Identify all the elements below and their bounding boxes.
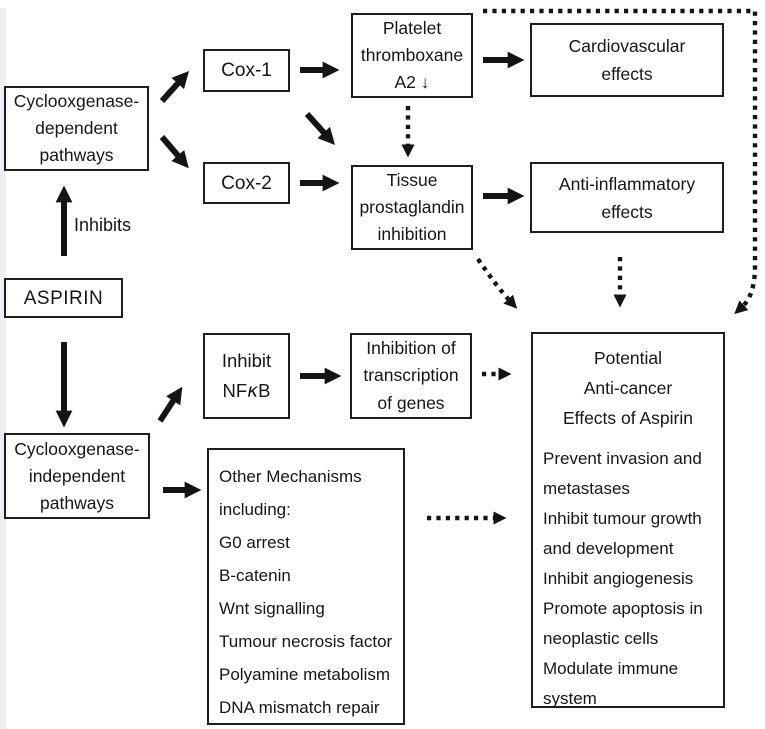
anticancer-effect: Promote apoptosis in neoplastic cells [543, 599, 703, 648]
node-line: B-catenin [219, 566, 291, 585]
node-line: of genes [377, 392, 445, 413]
node-platelet-thromboxane-a2: Platelet thromboxane A2 ↓ [351, 13, 473, 98]
arrow-dependent-to-cox1 [159, 71, 189, 104]
node-line: pathways [40, 492, 114, 513]
arrow-dependent-to-cox2 [159, 135, 189, 169]
node-other-mechanisms: Other Mechanisms including: G0 arrest B-… [207, 448, 405, 725]
node-aspirin: ASPIRIN [4, 278, 123, 318]
node-line: Anti-cancer [583, 378, 673, 398]
dotted-arrow-tissue-to-anticancer [476, 257, 518, 309]
node-line: effects [601, 201, 653, 222]
node-cyclooxgenase-independent-pathways: Cyclooxgenase- independent pathways [4, 433, 150, 519]
node-line: Polyamine metabolism [219, 665, 391, 684]
node-line: Other Mechanisms [219, 467, 362, 486]
node-cox-1: Cox-1 [203, 49, 290, 92]
page-edge-strip [0, 8, 6, 729]
anticancer-effect: Prevent invasion and metastases [543, 449, 702, 498]
arrow-independent-to-nfkb [157, 386, 183, 423]
node-line: Inhibit [221, 349, 272, 371]
node-line: Inhibition of [366, 337, 456, 358]
node-line: G0 arrest [219, 533, 290, 552]
node-line: pathways [39, 145, 114, 165]
node-line: Wnt signalling [219, 599, 325, 618]
node-cardiovascular-effects: Cardiovascular effects [530, 23, 724, 97]
anticancer-effect: Inhibit angiogenesis [543, 569, 694, 588]
node-inhibition-of-transcription-of-genes: Inhibition of transcription of genes [350, 333, 472, 419]
node-cyclooxgenase-dependent-pathways: Cyclooxgenase- dependent pathways [4, 86, 149, 171]
node-line: Cyclooxgenase- [14, 438, 140, 459]
kappa-glyph: κ [247, 380, 259, 402]
anticancer-effect: Inhibit tumour growth and development [543, 509, 702, 558]
node-line: Cyclooxgenase- [13, 91, 140, 111]
node-line: Cox-2 [221, 172, 272, 194]
node-line: DNA mismatch repair [219, 698, 380, 717]
node-line: including: [219, 500, 291, 519]
node-line: Tissue [386, 170, 438, 190]
node-inhibit-nfkb: Inhibit NFκB [203, 333, 290, 419]
node-line: dependent [35, 118, 118, 138]
arrow-cox1-to-tissue-diagonal [304, 111, 336, 145]
node-line: Potential [593, 348, 663, 368]
anticancer-effects-list: Prevent invasion and metastases Inhibit … [533, 433, 723, 714]
node-potential-anticancer-effects: Potential Anti-cancer Effects of Aspirin… [531, 332, 725, 708]
node-line: Tumour necrosis factor [219, 632, 393, 651]
node-line: thromboxane [360, 45, 464, 65]
node-line: Effects of Aspirin [562, 408, 694, 428]
node-line: ASPIRIN [23, 287, 104, 309]
node-line: effects [601, 64, 653, 84]
node-line: Cardiovascular [568, 36, 686, 56]
node-line: inhibition [377, 224, 447, 244]
node-line: Cox-1 [221, 60, 272, 81]
anticancer-title: Potential Anti-cancer Effects of Aspirin [533, 334, 723, 433]
node-line: Anti-inflammatory [558, 173, 696, 194]
inhibits-edge-label: Inhibits [74, 215, 132, 235]
node-anti-inflammatory-effects: Anti-inflammatory effects [530, 162, 724, 233]
node-line: Platelet [382, 18, 442, 38]
node-cox-2: Cox-2 [203, 162, 290, 204]
node-line: prostaglandin [359, 197, 465, 217]
node-line: NFκB [222, 379, 271, 402]
anticancer-effect: Modulate immune system [543, 659, 679, 708]
node-tissue-prostaglandin-inhibition: Tissue prostaglandin inhibition [351, 165, 473, 250]
node-line: independent [28, 465, 126, 486]
node-line: A2 ↓ [394, 72, 430, 92]
node-line: transcription [363, 365, 459, 386]
